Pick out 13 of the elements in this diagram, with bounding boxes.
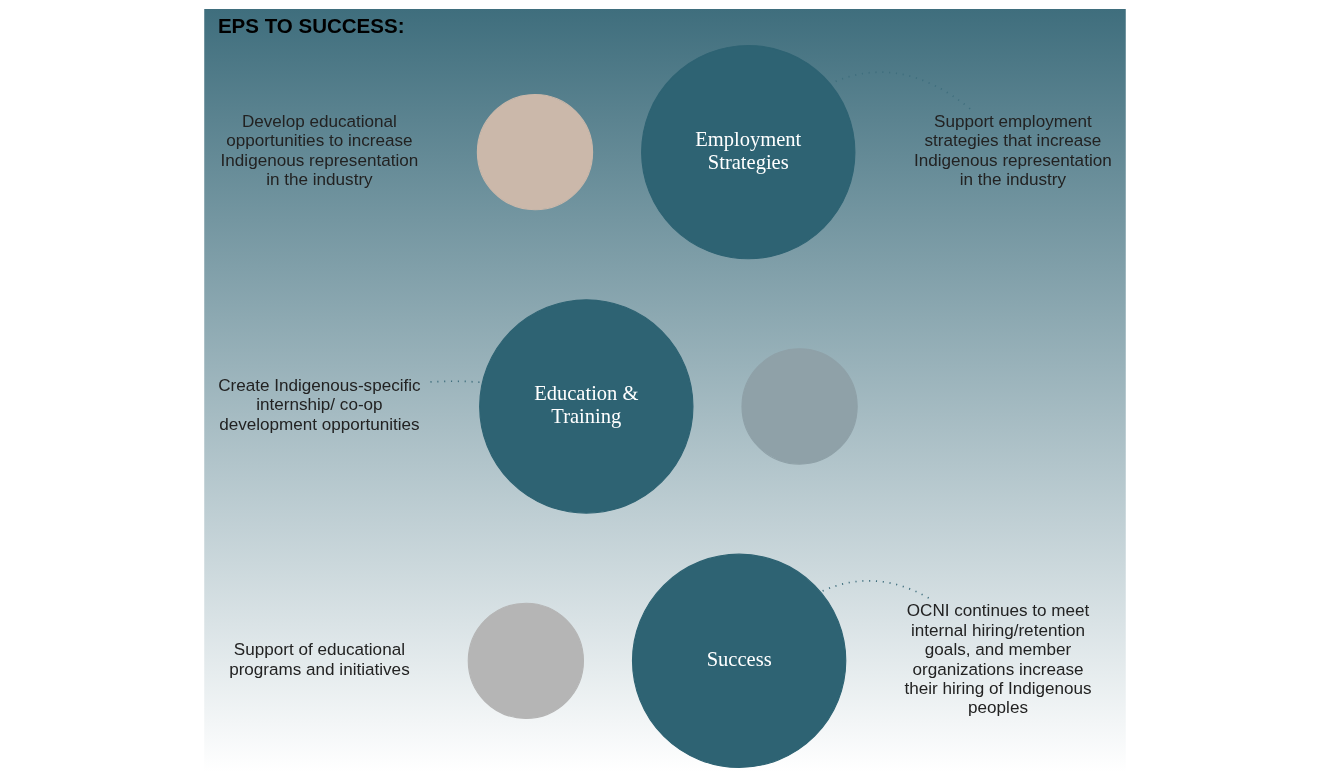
node-circle: Success [631,553,847,768]
connector [819,579,930,599]
node-text: Create Indigenous-specific internship/ co-op development opportunities [218,375,421,434]
node-text: Support employment strategies that increase Indigenous representation in the industry [914,111,1112,189]
node-circle: Education & Training [479,298,694,514]
node-text: OCNI continues to meet internal hiring/retention goals, and member organizations increase their hiring of Indigenous peoples [904,600,1092,717]
node-circle: Employment Strategies [641,44,856,259]
node-circle [467,602,585,719]
label: Develop educational opportunities to increase Indigenous representation in the industry [220,111,419,189]
node-circle [476,93,594,210]
node-circle [741,347,858,465]
diagram-title: EPS TO SUCCESS: [217,13,405,37]
label: Support of educational programs and initiatives [229,639,410,678]
